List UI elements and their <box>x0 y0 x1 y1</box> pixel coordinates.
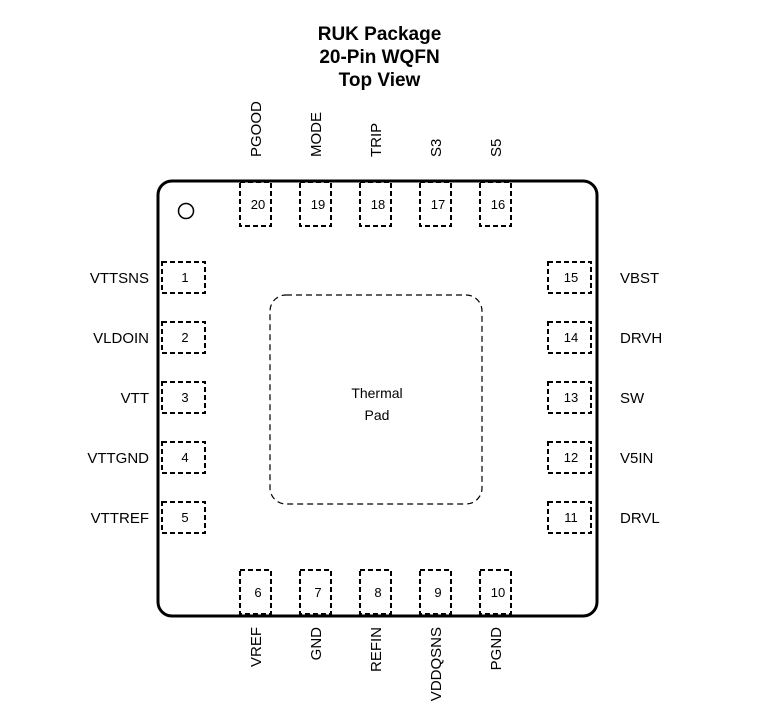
pin-pad <box>161 441 206 474</box>
pin-pad <box>299 181 332 227</box>
pin-number: 17 <box>431 197 445 212</box>
pin-pad <box>161 261 206 294</box>
pin-5: 5 VTTREF <box>91 501 206 534</box>
pin-number: 18 <box>371 197 385 212</box>
pin-pad <box>547 321 592 354</box>
thermal-pad <box>269 294 483 505</box>
pin-name: VBST <box>620 270 659 287</box>
pin-4: 4 VTTGND <box>87 441 206 474</box>
pin-number: 19 <box>311 197 325 212</box>
pin-pad <box>161 381 206 414</box>
pin-name: V5IN <box>620 450 653 467</box>
pin-pad <box>161 501 206 534</box>
pin-number: 12 <box>564 450 578 465</box>
pin-13: 13 SW <box>547 381 645 414</box>
pin-number: 11 <box>564 510 578 525</box>
pin-number: 4 <box>181 450 188 465</box>
pin-number: 7 <box>314 585 321 600</box>
pin-name: VDDQSNS <box>428 627 445 701</box>
pin-pad <box>161 321 206 354</box>
pin-number: 13 <box>564 390 578 405</box>
pin-number: 14 <box>564 330 578 345</box>
pin-pad <box>419 569 452 615</box>
pin-17: 17 S3 <box>419 139 452 227</box>
pin-name: DRVL <box>620 510 660 527</box>
pin-number: 10 <box>491 585 505 600</box>
pin-20: 20 PGOOD <box>239 101 272 227</box>
pin-12: 12 V5IN <box>547 441 653 474</box>
pin-name: VREF <box>248 627 265 667</box>
pin-number: 9 <box>434 585 441 600</box>
pin-3: 3 VTT <box>121 381 206 414</box>
pin-pad <box>359 569 392 615</box>
title-line-2: 20-Pin WQFN <box>319 47 440 68</box>
pin-pad <box>547 501 592 534</box>
pin-number: 2 <box>181 330 188 345</box>
thermal-pad-label-line1: Thermal <box>351 385 402 401</box>
pin-number: 16 <box>491 197 505 212</box>
pin-name: VTTREF <box>91 510 149 527</box>
pin-pad <box>547 261 592 294</box>
pin-pad <box>239 569 272 615</box>
pin-pad <box>479 181 512 227</box>
pin-pad <box>479 569 512 615</box>
pin-pad <box>419 181 452 227</box>
pin-name: TRIP <box>368 123 385 157</box>
pin-18: 18 TRIP <box>359 123 392 227</box>
pin-name: VTTSNS <box>90 270 149 287</box>
pin-number: 6 <box>254 585 261 600</box>
pin-number: 20 <box>251 197 265 212</box>
pin-name: SW <box>620 390 645 407</box>
pin-name: VTTGND <box>87 450 149 467</box>
pin-2: 2 VLDOIN <box>93 321 206 354</box>
pin-pad <box>239 181 272 227</box>
pin-number: 5 <box>181 510 188 525</box>
title-line-3: Top View <box>338 70 421 91</box>
thermal-pad-label-line2: Pad <box>365 407 390 423</box>
pin-pad <box>299 569 332 615</box>
pin-1: 1 VTTSNS <box>90 261 206 294</box>
pin-name: PGOOD <box>248 101 265 157</box>
pin-15: 15 VBST <box>547 261 659 294</box>
pin-19: 19 MODE <box>299 112 332 227</box>
pin-number: 8 <box>374 585 381 600</box>
pin-number: 15 <box>564 270 578 285</box>
pin-name: VTT <box>121 390 149 407</box>
title-line-1: RUK Package <box>317 24 442 45</box>
pin-name: VLDOIN <box>93 330 149 347</box>
pin-number: 1 <box>181 270 188 285</box>
pin-name: REFIN <box>368 627 385 672</box>
pin-name: PGND <box>488 627 505 671</box>
pin-pad <box>547 441 592 474</box>
pin-name: GND <box>308 627 325 661</box>
pin-name: MODE <box>308 112 325 157</box>
pin-name: S3 <box>428 139 445 157</box>
pin-number: 3 <box>181 390 188 405</box>
pin1-indicator <box>177 202 195 220</box>
pin-pad <box>359 181 392 227</box>
pin-pad <box>547 381 592 414</box>
pin-name: DRVH <box>620 330 662 347</box>
pin-name: S5 <box>488 139 505 157</box>
pin-14: 14 DRVH <box>547 321 662 354</box>
pin-16: 16 S5 <box>479 139 512 227</box>
pin-11: 11 DRVL <box>547 501 660 534</box>
